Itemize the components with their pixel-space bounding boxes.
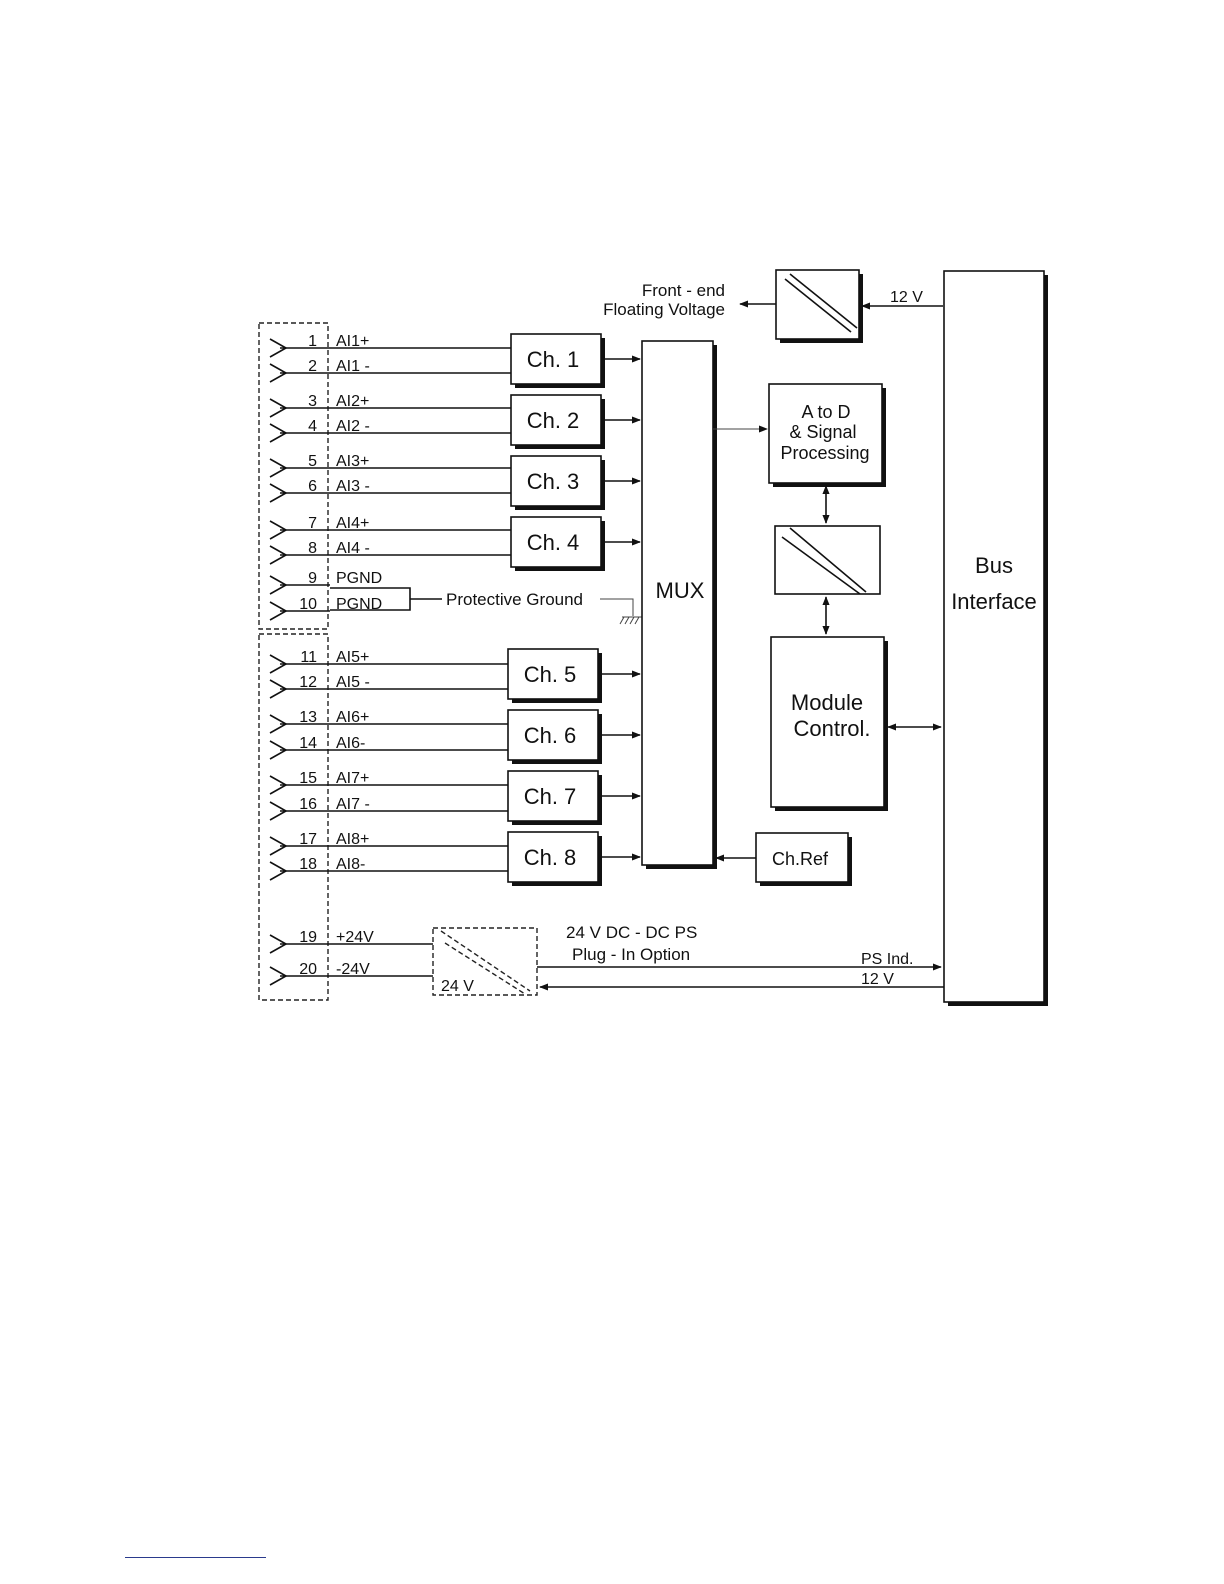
pin-number: 6: [308, 478, 317, 495]
terminal-block-upper: [258, 322, 329, 630]
dcdc-option-block: [432, 927, 538, 996]
channel-label: Ch. 1: [527, 347, 580, 372]
module-control-block: [770, 636, 885, 808]
ch-ref-block: [755, 832, 849, 883]
channel-boxes: Ch. 1 Ch. 2 Ch. 3 Ch. 4 Ch. 5 Ch. 6 Ch. 7 Ch. 8: [507, 333, 641, 886]
pin-label: AI3+: [336, 453, 369, 470]
pin-label: -24V: [336, 961, 370, 978]
bus-interface-label-1: Bus: [975, 553, 1013, 578]
v24-label: 24 V: [441, 978, 474, 995]
adc-label-1: A to D: [801, 402, 850, 422]
front-end-label-2: Floating Voltage: [603, 300, 725, 319]
pin-label: AI3 -: [336, 478, 370, 495]
pin-label: AI2+: [336, 393, 369, 410]
pin-label: AI6-: [336, 735, 365, 752]
terminal-block-lower: [258, 633, 329, 1001]
pin-label: AI2 -: [336, 418, 370, 435]
channel-label: Ch. 5: [524, 662, 577, 687]
pin-number: 16: [299, 796, 317, 813]
pin-number: 17: [299, 831, 317, 848]
ground-symbol: [619, 616, 642, 625]
ch-ref-label: Ch.Ref: [772, 849, 829, 869]
pin-number: 12: [299, 674, 317, 691]
pin-label: AI1 -: [336, 358, 370, 375]
channel-box: [510, 333, 602, 385]
pin-label: AI7 -: [336, 796, 370, 813]
channel-label: Ch. 8: [524, 845, 577, 870]
pin-number: 20: [299, 961, 317, 978]
adc-label-3: Processing: [780, 443, 869, 463]
footnote-rule: [125, 1557, 266, 1558]
pin-label: +24V: [336, 929, 374, 946]
mux-block: [641, 340, 714, 866]
channel-box: [510, 516, 602, 568]
channel-label: Ch. 3: [527, 469, 580, 494]
pin-label: AI4+: [336, 515, 369, 532]
pin-wires: [269, 338, 511, 986]
pin-number: 15: [299, 770, 317, 787]
pin-number: 14: [299, 735, 317, 752]
channel-box: [507, 709, 599, 761]
isolator-top-slash: [784, 278, 852, 333]
channel-box: [507, 770, 599, 822]
pin-label: PGND: [336, 596, 382, 613]
pin-number: 4: [308, 418, 317, 435]
pin-number: 9: [308, 570, 317, 587]
pin-label: PGND: [336, 570, 382, 587]
pin-label: AI4 -: [336, 540, 370, 557]
pin-number: 19: [299, 929, 317, 946]
pin-label: AI5 -: [336, 674, 370, 691]
ground-leader: [600, 598, 634, 616]
isolator-middle-slash: [789, 527, 867, 593]
dcdc-label-1: 24 V DC - DC PS: [566, 923, 697, 942]
channel-label: Ch. 2: [527, 408, 580, 433]
channel-label: Ch. 4: [527, 530, 580, 555]
channel-label: Ch. 7: [524, 784, 577, 809]
module-control-label-1: Module: [791, 690, 863, 715]
pin-label: AI1+: [336, 333, 369, 350]
mux-label: MUX: [656, 578, 705, 603]
pin-number: 18: [299, 856, 317, 873]
bus-interface-label-2: Interface: [951, 589, 1037, 614]
pin-number: 3: [308, 393, 317, 410]
pin-label: AI5+: [336, 649, 369, 666]
pin-number: 8: [308, 540, 317, 557]
channel-box: [510, 455, 602, 507]
pin-number: 13: [299, 709, 317, 726]
bus-interface-block: [943, 270, 1045, 1003]
pin-label: AI7+: [336, 770, 369, 787]
pin-label: AI8+: [336, 831, 369, 848]
channel-box: [507, 831, 599, 883]
adc-block: [768, 383, 883, 484]
channel-label: Ch. 6: [524, 723, 577, 748]
module-control-label-2: Control.: [793, 716, 870, 741]
pin-number: 1: [308, 333, 317, 350]
protective-ground-label: Protective Ground: [446, 590, 583, 609]
pin-number: 7: [308, 515, 317, 532]
pin-number: 2: [308, 358, 317, 375]
pin-number: 10: [299, 596, 317, 613]
channel-box: [510, 394, 602, 446]
channel-box: [507, 648, 599, 700]
dcdc-label-2: Plug - In Option: [572, 945, 690, 964]
adc-label-2: & Signal: [789, 422, 856, 442]
front-end-label-1: Front - end: [642, 281, 725, 300]
v12-top-label: 12 V: [890, 289, 923, 306]
pin-label: AI6+: [336, 709, 369, 726]
pin-label: AI8-: [336, 856, 365, 873]
pin-number: 11: [300, 649, 317, 666]
v12-bottom-label: 12 V: [861, 971, 894, 988]
pin-number: 5: [308, 453, 317, 470]
ps-ind-label: PS Ind.: [861, 951, 913, 968]
